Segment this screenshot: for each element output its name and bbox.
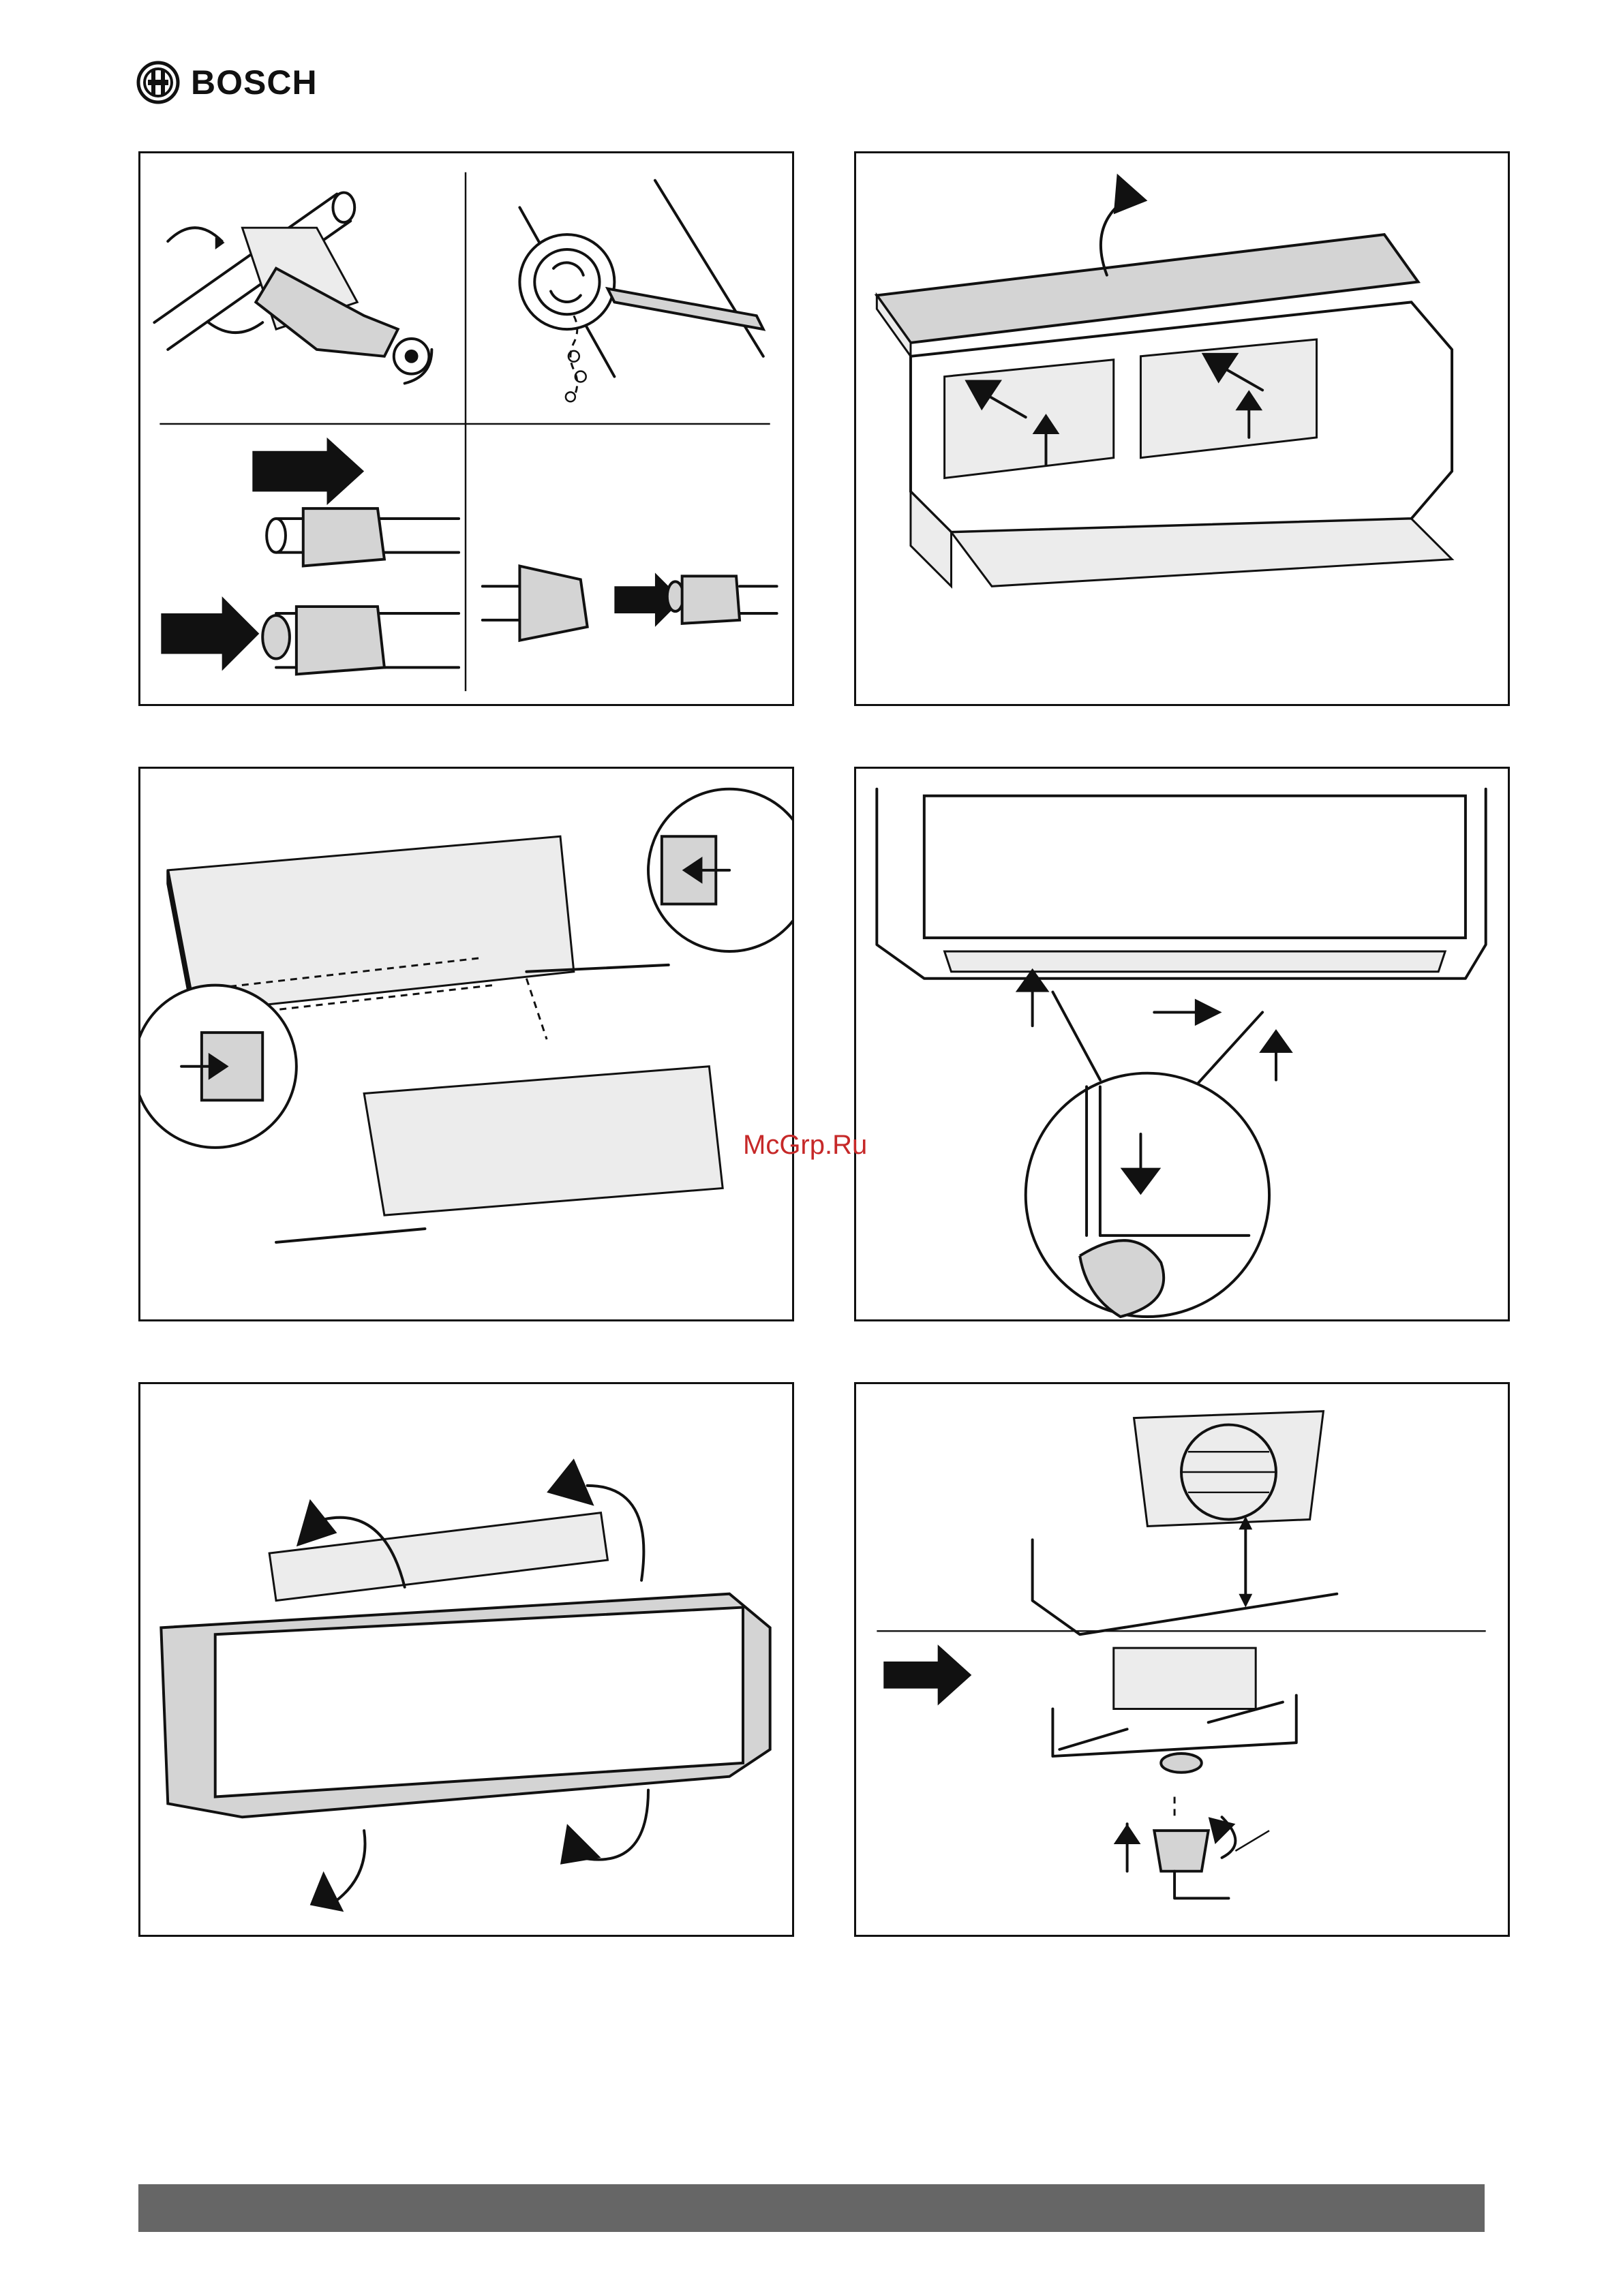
rotate-arrow-icon (310, 1871, 344, 1912)
bosch-armature-icon (136, 61, 180, 104)
arrow-icon (1259, 1029, 1293, 1053)
illustration-piping-orientation (140, 769, 792, 1319)
rotate-arrow-icon (547, 1458, 594, 1505)
panel-front-panel-release (854, 767, 1510, 1321)
arrow-icon (1114, 1824, 1141, 1844)
brand-name: BOSCH (191, 63, 318, 102)
illustration-outdoor-drain (856, 1384, 1508, 1935)
arrow-icon (252, 438, 364, 505)
illustration-filter-removal (856, 153, 1508, 704)
arrow-icon (1195, 998, 1222, 1026)
panel-outdoor-drain (854, 1382, 1510, 1937)
illustration-front-panel-release (856, 769, 1508, 1319)
rotate-arrow-icon (560, 1824, 601, 1865)
illustration-mounting-plate (140, 1384, 792, 1935)
rotate-arrow-icon (1114, 174, 1148, 215)
panel-filter-removal (854, 151, 1510, 706)
panel-mounting-plate (138, 1382, 794, 1937)
panel-pipe-preparation (138, 151, 794, 706)
arrow-icon (161, 596, 259, 671)
watermark-text: McGrp.Ru (743, 1130, 867, 1161)
panel-piping-orientation (138, 767, 794, 1321)
brand-logo: BOSCH (136, 59, 318, 106)
footer-bar (138, 2184, 1485, 2232)
illustration-pipe-preparation (140, 153, 792, 704)
rotate-arrow-icon (297, 1499, 337, 1546)
arrow-icon (883, 1644, 971, 1705)
